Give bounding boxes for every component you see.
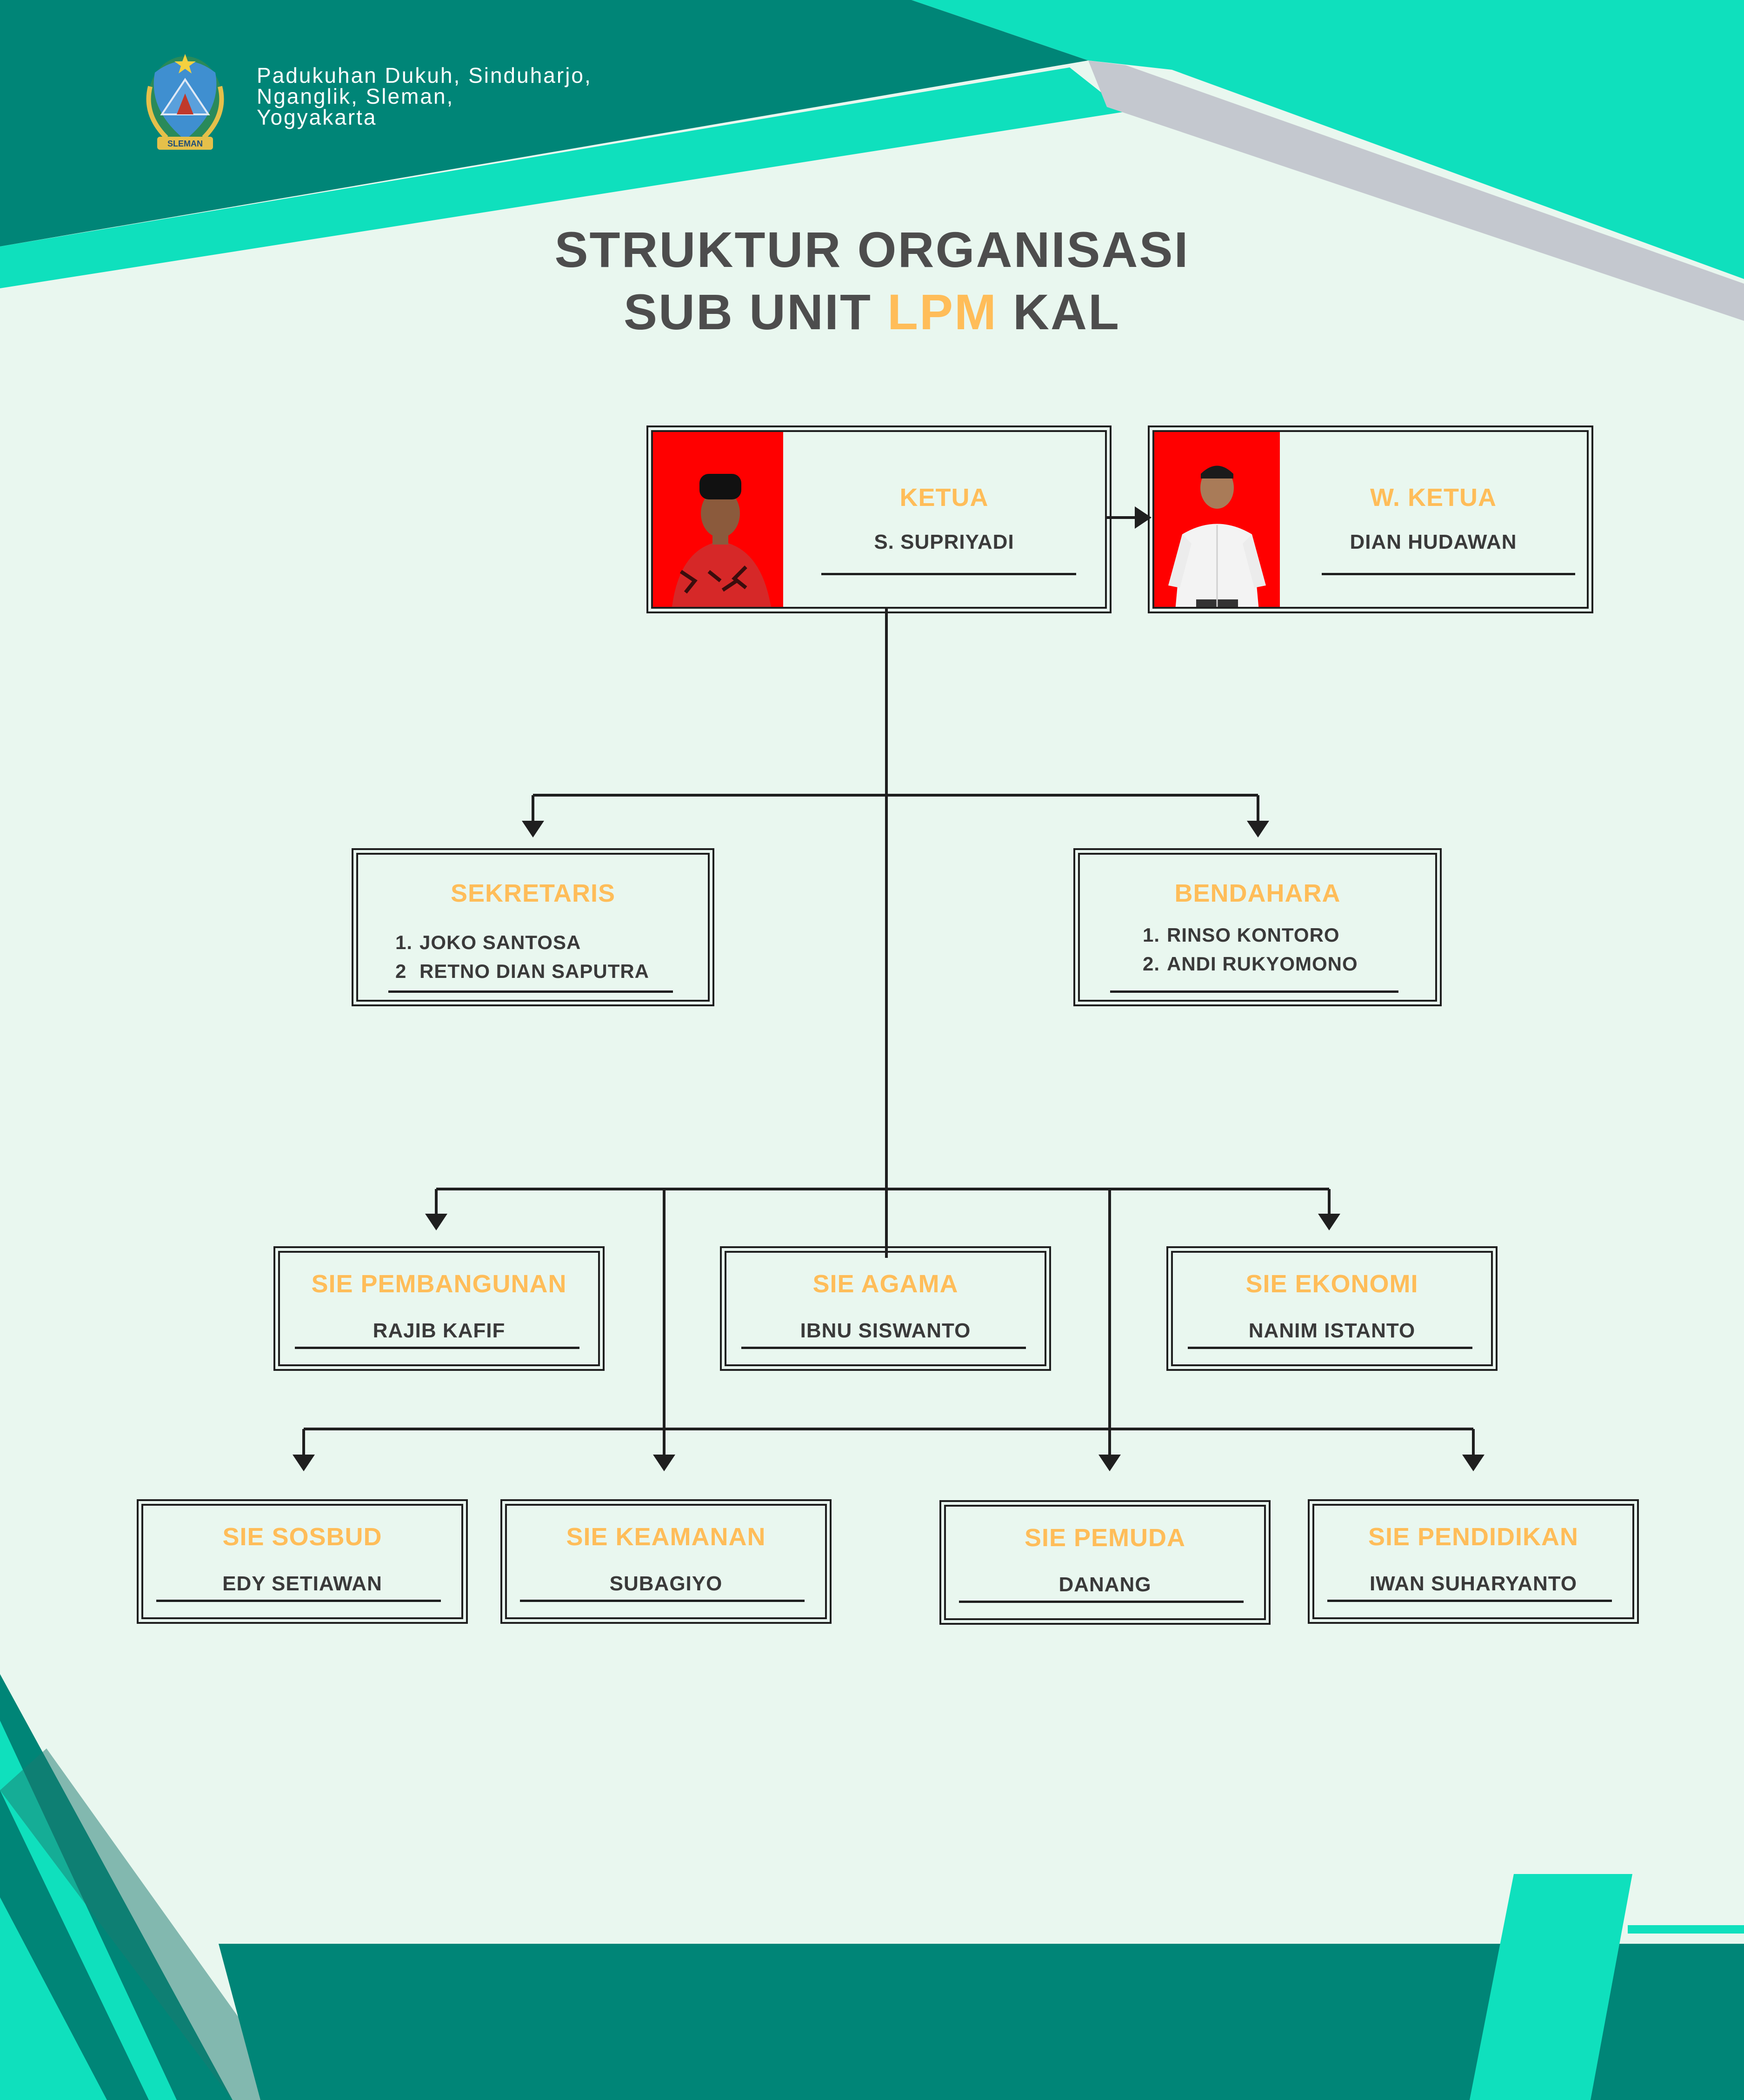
sie-box: SIE KEAMANAN SUBAGIYO — [500, 1499, 832, 1624]
address-line: Nganglik, Sleman, — [257, 84, 454, 108]
role-label: SIE SOSBUD — [222, 1523, 382, 1551]
underline — [959, 1601, 1244, 1603]
title-line-1: STRUKTUR ORGANISASI — [554, 221, 1190, 278]
sie-box: SIE SOSBUD EDY SETIAWAN — [137, 1499, 468, 1624]
wakil-ketua-photo — [1154, 432, 1280, 607]
person-name: IBNU SISWANTO — [800, 1319, 971, 1342]
role-label: BENDAHARA — [1174, 879, 1341, 907]
svg-text:SLEMAN: SLEMAN — [167, 139, 203, 148]
sie-box: SIE AGAMA IBNU SISWANTO — [720, 1246, 1051, 1371]
role-label: SIE AGAMA — [812, 1270, 959, 1298]
role-label: SIE PEMBANGUNAN — [311, 1270, 567, 1298]
role-label: SEKRETARIS — [450, 879, 616, 907]
title-accent: LPM — [887, 284, 998, 340]
underline — [156, 1600, 441, 1602]
role-label: KETUA — [899, 484, 989, 512]
person-name: DANANG — [1058, 1573, 1152, 1596]
bendahara-box: BENDAHARA 1.RINSO KONTORO 2.ANDI RUKYOMO… — [1073, 848, 1442, 1006]
wakil-ketua-box: W. KETUA DIAN HUDAWAN — [1148, 425, 1593, 613]
role-label: SIE PENDIDIKAN — [1368, 1523, 1579, 1551]
underline — [821, 573, 1076, 575]
underline — [388, 990, 673, 993]
person-name: EDY SETIAWAN — [222, 1572, 382, 1595]
address-line: Yogyakarta — [257, 105, 377, 129]
person-name: NANIM ISTANTO — [1248, 1319, 1416, 1342]
role-label: SIE PEMUDA — [1024, 1524, 1186, 1552]
underline — [1188, 1347, 1472, 1349]
page-title: STRUKTUR ORGANISASI SUB UNIT LPM KAL — [0, 219, 1744, 343]
person-name: IWAN SUHARYANTO — [1369, 1572, 1578, 1595]
underline — [1322, 573, 1575, 575]
person-name: DIAN HUDAWAN — [1350, 531, 1517, 553]
sleman-logo: SLEMAN — [134, 45, 236, 156]
underline — [1327, 1600, 1612, 1602]
role-label: W. KETUA — [1370, 484, 1497, 512]
ketua-box: KETUA S. SUPRIYADI — [646, 425, 1112, 613]
list-item: 1.RINSO KONTORO — [1143, 924, 1340, 946]
title-line-2: SUB UNIT LPM KAL — [0, 281, 1744, 343]
ketua-photo — [653, 432, 783, 607]
underline — [1110, 990, 1398, 993]
person-name: S. SUPRIYADI — [874, 531, 1014, 553]
underline — [295, 1347, 579, 1349]
sie-box: SIE PENDIDIKAN IWAN SUHARYANTO — [1308, 1499, 1639, 1624]
member-list: 1.RINSO KONTORO 2.ANDI RUKYOMONO — [1143, 921, 1358, 978]
person-name: SUBAGIYO — [609, 1572, 723, 1595]
underline — [520, 1600, 805, 1602]
title-prefix: SUB UNIT — [624, 284, 888, 340]
sie-box: SIE PEMBANGUNAN RAJIB KAFIF — [273, 1246, 605, 1371]
address-line: Padukuhan Dukuh, Sinduharjo, — [257, 63, 592, 87]
person-name: RAJIB KAFIF — [373, 1319, 506, 1342]
underline — [741, 1347, 1026, 1349]
list-item: 2.ANDI RUKYOMONO — [1143, 953, 1358, 975]
list-item: 1.JOKO SANTOSA — [395, 931, 581, 953]
sie-box: SIE PEMUDA DANANG — [939, 1500, 1271, 1625]
title-suffix: KAL — [998, 284, 1120, 340]
sie-box: SIE EKONOMI NANIM ISTANTO — [1166, 1246, 1498, 1371]
role-label: SIE KEAMANAN — [566, 1523, 766, 1551]
role-label: SIE EKONOMI — [1245, 1270, 1418, 1298]
header-address: Padukuhan Dukuh, Sinduharjo, Nganglik, S… — [257, 65, 592, 128]
